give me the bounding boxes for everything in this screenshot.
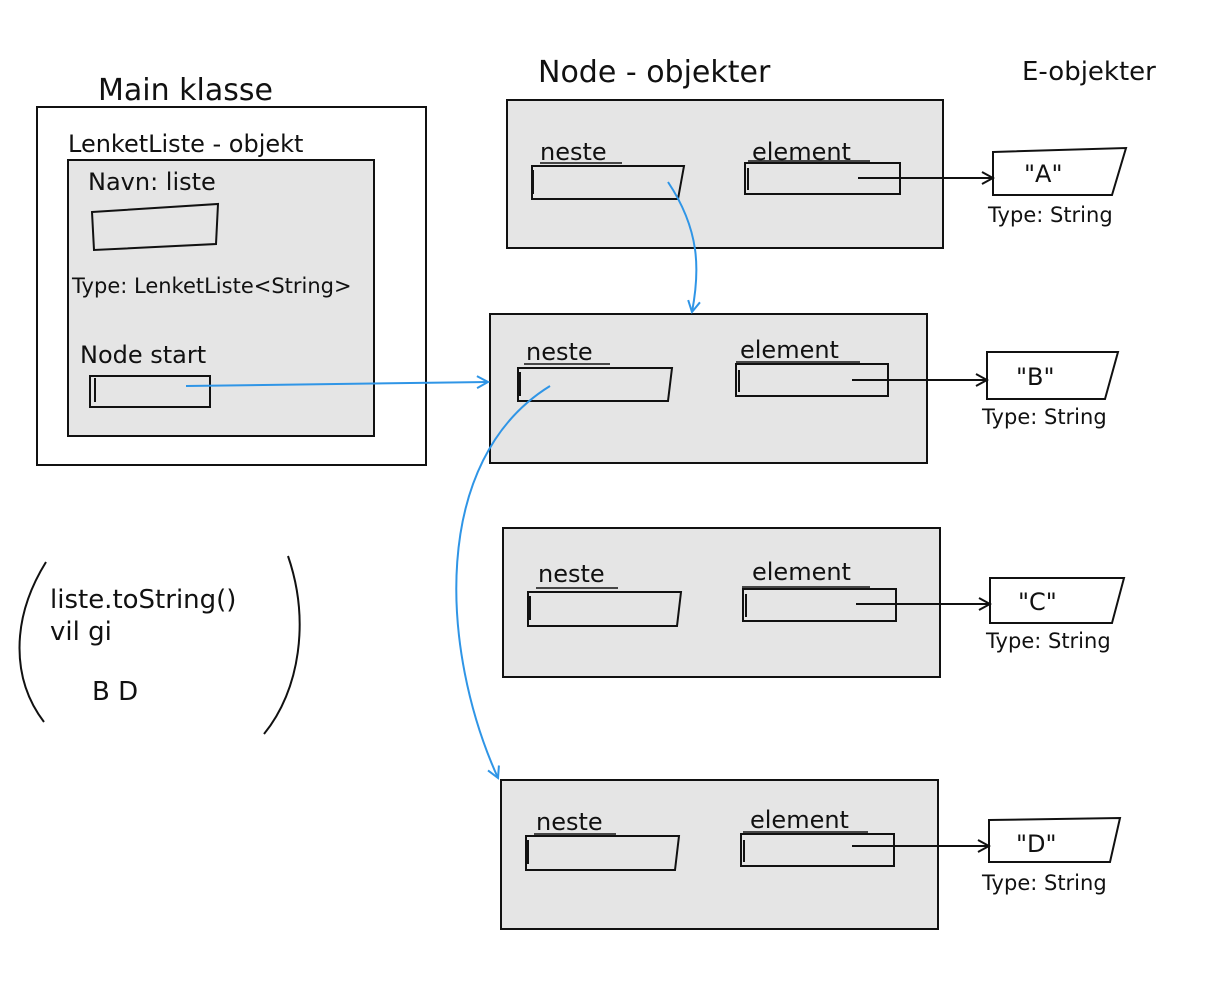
node-4-next-field — [525, 835, 681, 871]
node-3-next-field — [527, 591, 683, 627]
note-line-1: liste.toString() — [50, 585, 236, 615]
main-class-box: LenketListe - objekt Navn: liste Type: L… — [36, 106, 427, 466]
start-pointer-arrow — [185, 382, 488, 386]
e-object-c-value: "C" — [1018, 588, 1057, 616]
node-3-next-label: neste — [538, 560, 605, 588]
e-object-d: "D" Type: String — [981, 816, 1122, 895]
node-4-element-label: element — [750, 806, 849, 834]
node-object-2: neste element — [489, 313, 928, 464]
start-pointer-box — [89, 375, 211, 408]
tostring-note: liste.toString() vil gi B D — [18, 555, 301, 735]
e-object-b-value: "B" — [1016, 363, 1055, 391]
e-object-c: "C" Type: String — [985, 577, 1126, 653]
node-2-next-label: neste — [526, 338, 593, 366]
name-value-box — [90, 202, 220, 252]
node-2-element-label: element — [740, 336, 839, 364]
e-object-a: "A" Type: String — [987, 146, 1128, 227]
node-object-3: neste element — [502, 527, 941, 678]
node-object-4: neste element — [500, 779, 939, 930]
node-1-next-arrow — [667, 181, 696, 312]
e-objects-heading: E-objekter — [1022, 57, 1156, 87]
e-object-d-type: Type: String — [981, 871, 1107, 895]
start-label: Node start — [80, 341, 206, 369]
node-4-next-label: neste — [536, 808, 603, 836]
type-label: Type: LenketListe<String> — [71, 274, 352, 298]
linked-list-object-title: LenketListe - objekt — [68, 130, 303, 158]
main-class-heading: Main klasse — [98, 73, 273, 108]
linked-list-object-box — [67, 159, 375, 437]
node-1-next-label: neste — [540, 138, 607, 166]
e-object-a-value: "A" — [1024, 160, 1063, 188]
node-objects-heading: Node - objekter — [538, 55, 771, 90]
e-object-b: "B" Type: String — [981, 351, 1120, 429]
note-line-3: B D — [92, 677, 138, 707]
node-2-next-field — [517, 367, 674, 402]
node-2-next-arrow — [455, 385, 551, 778]
e-object-b-type: Type: String — [981, 405, 1107, 429]
node-3-element-label: element — [752, 558, 851, 586]
e-object-c-type: Type: String — [985, 629, 1111, 653]
note-line-2: vil gi — [50, 617, 112, 647]
e-object-a-type: Type: String — [987, 203, 1113, 227]
node-object-1: neste element — [506, 99, 944, 249]
e-object-d-value: "D" — [1016, 830, 1057, 858]
name-label: Navn: liste — [88, 168, 216, 196]
node-1-element-label: element — [752, 138, 851, 166]
node-4-element-field — [740, 833, 895, 867]
